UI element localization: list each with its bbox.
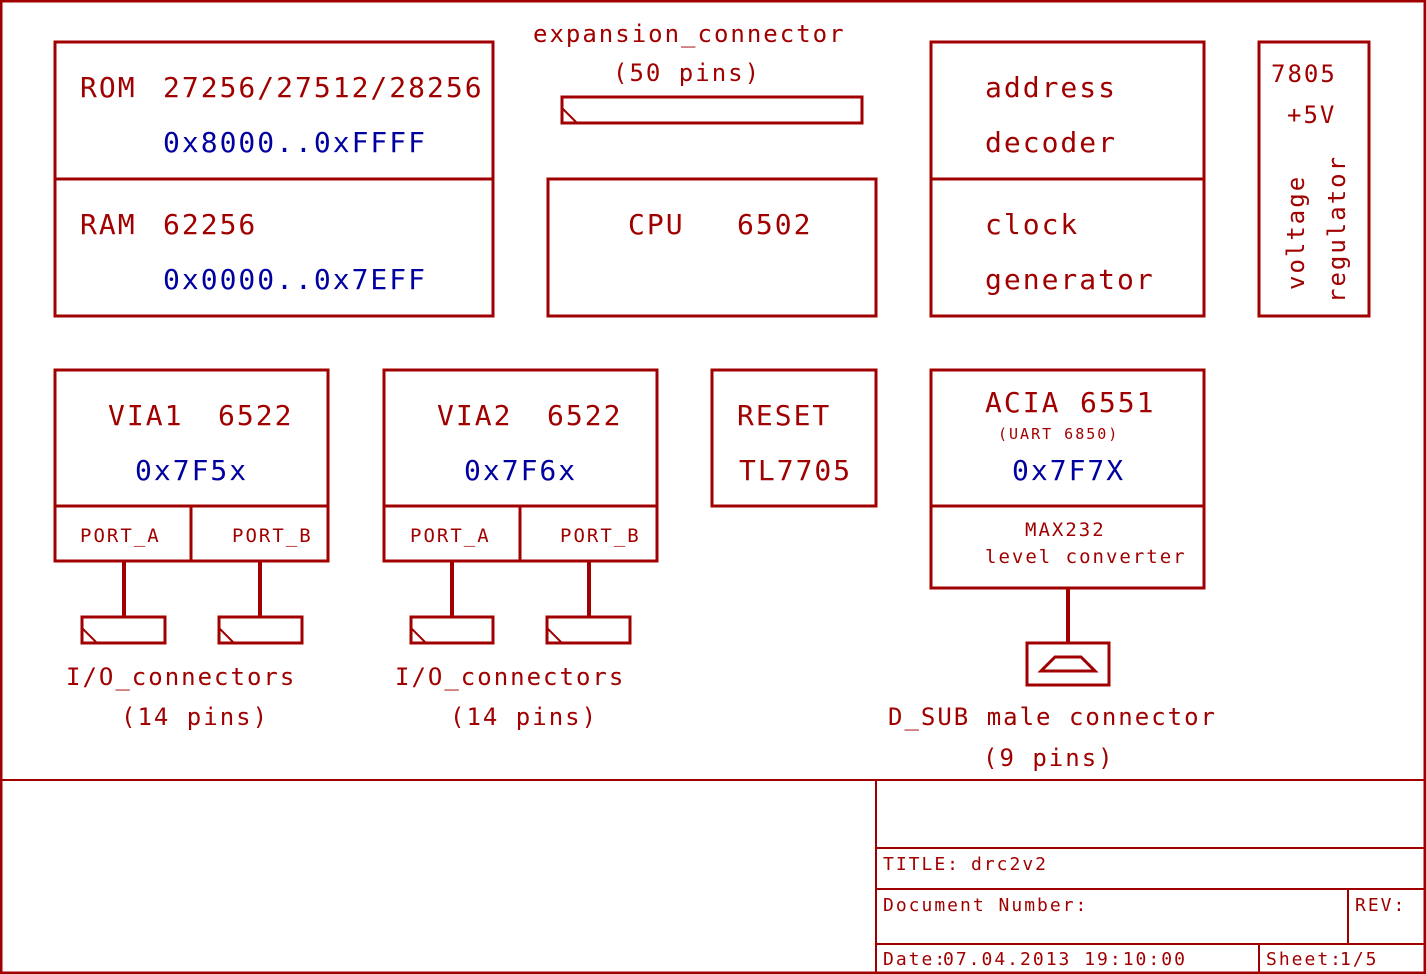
via2-port-b-connector [545,615,632,645]
date-label: Date: [883,949,947,970]
cpu-outline [546,177,878,318]
expansion-connector-label: expansion_connector [533,20,846,48]
decoder-line1: address [985,71,1117,104]
acia-address: 0x7F7X [1012,454,1125,487]
via1-address: 0x7F5x [135,454,248,487]
via2-part: 6522 [547,399,622,432]
dsub-connector-label: D_SUB male connector [888,703,1217,731]
reset-outline [710,368,878,508]
rom-address-range: 0x8000..0xFFFF [163,126,427,159]
ram-part: 62256 [163,208,257,241]
regulator-outline [1257,40,1371,318]
via1-port-b: PORT_B [232,525,313,547]
date-value: 07.04.2013 19:10:00 [943,949,1187,970]
rom-parts: 27256/27512/28256 [163,71,484,104]
regulator-line2: regulator [1323,155,1351,303]
pin1-marker [218,627,235,644]
regulator-voltage: +5V [1287,101,1336,129]
via1-connector-label: I/O_connectors [66,663,296,691]
reset-block: RESET TL7705 [710,368,878,508]
via2-port-a-connector [409,615,495,645]
rev-label: REV: [1355,895,1406,916]
via1-label: VIA1 [108,399,183,432]
reset-part: TL7705 [739,454,852,487]
via2-block: VIA2 6522 0x7F6x PORT_A PORT_B I/O_conne… [382,368,659,731]
decoder-line2: decoder [985,126,1117,159]
rom-label: ROM [80,71,137,104]
cpu-part: 6502 [737,208,812,241]
pin1-marker [81,627,98,644]
sheet-label: Sheet: [1266,949,1343,970]
dsub-connector-pins: (9 pins) [983,744,1115,772]
acia-block: ACIA 6551 (UART 6850) 0x7F7X MAX232 leve… [888,368,1217,772]
via1-port-b-connector [217,615,304,645]
acia-label: ACIA [985,386,1060,419]
expansion-connector: expansion_connector (50 pins) [533,20,864,125]
dsub-connector-symbol [1025,641,1111,687]
via1-block: VIA1 6522 0x7F5x PORT_A PORT_B I/O_conne… [53,368,330,731]
decoder-clock-block: address decoder clock generator [929,40,1206,318]
pin1-marker [546,627,563,644]
via2-port-a: PORT_A [410,525,491,547]
clock-line1: clock [985,208,1079,241]
dsub-shape-icon [1037,655,1099,673]
via1-part: 6522 [218,399,293,432]
title-label: TITLE: [883,854,960,875]
acia-part: 6551 [1080,386,1155,419]
expansion-connector-symbol [560,95,864,125]
title-value: drc2v2 [971,854,1048,875]
acia-alt-part: (UART 6850) [998,425,1119,443]
max232-description: level converter [985,546,1187,568]
via2-port-b: PORT_B [560,525,641,547]
clock-line2: generator [985,263,1155,296]
pin1-marker [561,107,578,124]
reset-label: RESET [737,399,831,432]
document-number-label: Document Number: [883,895,1088,916]
via1-port-a: PORT_A [80,525,161,547]
ram-label: RAM [80,208,137,241]
regulator-part: 7805 [1271,60,1337,88]
cpu-label: CPU [628,208,685,241]
cpu-block: CPU 6502 [546,177,878,318]
pin1-marker [410,627,427,644]
sheet-value: 1/5 [1340,949,1379,970]
ram-address-range: 0x0000..0x7EFF [163,263,427,296]
via1-connector-pins: (14 pins) [121,703,269,731]
via1-port-a-connector [80,615,167,645]
max232-part: MAX232 [1025,519,1106,541]
rom-ram-block: ROM 27256/27512/28256 0x8000..0xFFFF RAM… [53,40,495,318]
regulator-line1: voltage [1282,175,1310,290]
expansion-connector-pins: (50 pins) [613,59,761,87]
title-block: TITLE: drc2v2 Document Number: REV: Date… [875,780,1425,973]
via2-connector-pins: (14 pins) [450,703,598,731]
voltage-regulator-block: 7805 +5V voltage regulator [1257,40,1371,318]
via2-address: 0x7F6x [464,454,577,487]
via2-label: VIA2 [437,399,512,432]
via2-connector-label: I/O_connectors [395,663,625,691]
